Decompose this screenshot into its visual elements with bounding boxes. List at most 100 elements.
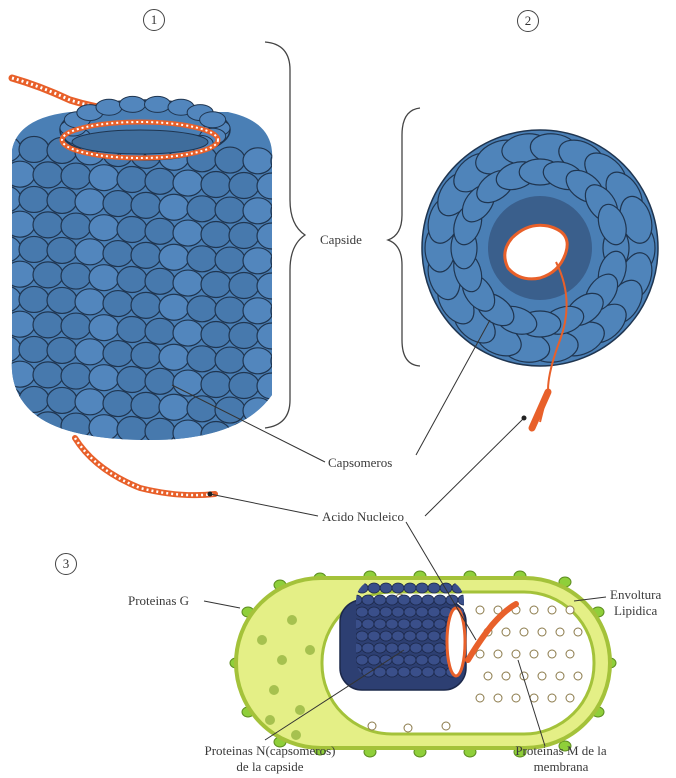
envelope-dot <box>277 655 287 665</box>
label-capsomeres: Capsomeros <box>328 456 392 470</box>
capsomere <box>215 197 245 223</box>
capsomere <box>187 196 217 222</box>
envelope-dot <box>269 685 279 695</box>
capsomere <box>229 372 259 398</box>
capsomere <box>117 216 147 242</box>
capsomere <box>299 398 329 424</box>
figure-number-2: 2 <box>517 10 539 32</box>
inner-capsomere <box>398 643 410 653</box>
capsomere <box>89 415 119 441</box>
capsomere <box>271 148 301 174</box>
protein-m <box>484 672 492 680</box>
capsomere <box>201 371 231 397</box>
capsomere <box>0 361 7 387</box>
capsomere <box>0 311 7 337</box>
protein-m <box>494 694 502 702</box>
capsomere <box>103 391 133 417</box>
capsomere <box>299 148 329 174</box>
capsomere <box>145 418 175 444</box>
inner-capsomere <box>404 631 416 641</box>
protein-m <box>566 650 574 658</box>
capsomere <box>47 337 77 363</box>
capsomere <box>117 416 147 442</box>
capsomere <box>131 292 161 318</box>
capsomere <box>257 223 287 249</box>
capsomere <box>145 168 175 194</box>
inner-capsomere <box>422 595 434 605</box>
capsomere <box>131 392 161 418</box>
capsomere <box>145 218 175 244</box>
capsomere <box>215 297 245 323</box>
icosahedral-virus-figure <box>422 130 658 428</box>
inner-capsomere <box>356 655 368 665</box>
capsomere <box>173 220 203 246</box>
capsomere <box>33 312 63 338</box>
capsomere <box>299 348 329 374</box>
capsomere <box>229 322 259 348</box>
protein-m <box>538 628 546 636</box>
capsomere <box>271 248 301 274</box>
capsomere <box>131 342 161 368</box>
inner-capsomere <box>434 619 446 629</box>
capsomere <box>173 320 203 346</box>
capsomere <box>89 265 119 291</box>
capsomere <box>5 211 35 237</box>
inner-capsomere <box>410 643 422 653</box>
inner-capsomere <box>362 619 374 629</box>
protein-m <box>530 650 538 658</box>
capsomere <box>0 211 7 237</box>
inner-capsomere <box>416 631 428 641</box>
capsomere <box>187 346 217 372</box>
inner-capsomere <box>386 643 398 653</box>
capsomere <box>131 192 161 218</box>
capsomere <box>299 198 329 224</box>
protein-m <box>502 672 510 680</box>
inner-capsomere <box>368 607 380 617</box>
capsomere <box>5 161 35 187</box>
inner-capsomere <box>404 655 416 665</box>
capsomere <box>103 341 133 367</box>
protein-m <box>476 694 484 702</box>
capsomere <box>61 163 91 189</box>
capsomere <box>145 268 175 294</box>
capsomere <box>75 239 105 265</box>
capsomere <box>19 286 49 312</box>
capsomere <box>187 246 217 272</box>
capsomere <box>285 423 315 449</box>
figure-number-1: 1 <box>143 9 165 31</box>
capsomere <box>201 171 231 197</box>
inner-capsomere <box>374 643 386 653</box>
protein-m <box>530 606 538 614</box>
capsomere <box>89 215 119 241</box>
capsomere <box>145 96 171 112</box>
capsomere <box>257 173 287 199</box>
protein-m <box>548 650 556 658</box>
inner-capsomere <box>386 595 398 605</box>
label-nucleic-acid: Acido Nucleico <box>322 510 404 524</box>
enveloped-virus-figure <box>230 571 616 757</box>
capsomere <box>47 387 77 413</box>
capsomere <box>61 313 91 339</box>
inner-capsomere <box>392 607 404 617</box>
capsomere <box>47 237 77 263</box>
capsomere <box>299 298 329 324</box>
capsomere <box>0 161 7 187</box>
inner-capsomere <box>404 607 416 617</box>
envelope-dot <box>265 715 275 725</box>
capsomere <box>243 248 273 274</box>
capsomere <box>201 421 231 447</box>
protein-m <box>538 672 546 680</box>
capsomere <box>299 248 329 274</box>
capsomere <box>61 363 91 389</box>
capsomere <box>5 411 35 437</box>
protein-m <box>502 628 510 636</box>
capsomere <box>229 172 259 198</box>
capsomere <box>229 272 259 298</box>
capsomere <box>271 298 301 324</box>
label-proteins-g: Proteinas G <box>128 594 189 608</box>
protein-m <box>574 672 582 680</box>
inner-capsomere <box>428 655 440 665</box>
inner-capsomere <box>416 583 428 593</box>
inner-capsomere <box>362 643 374 653</box>
